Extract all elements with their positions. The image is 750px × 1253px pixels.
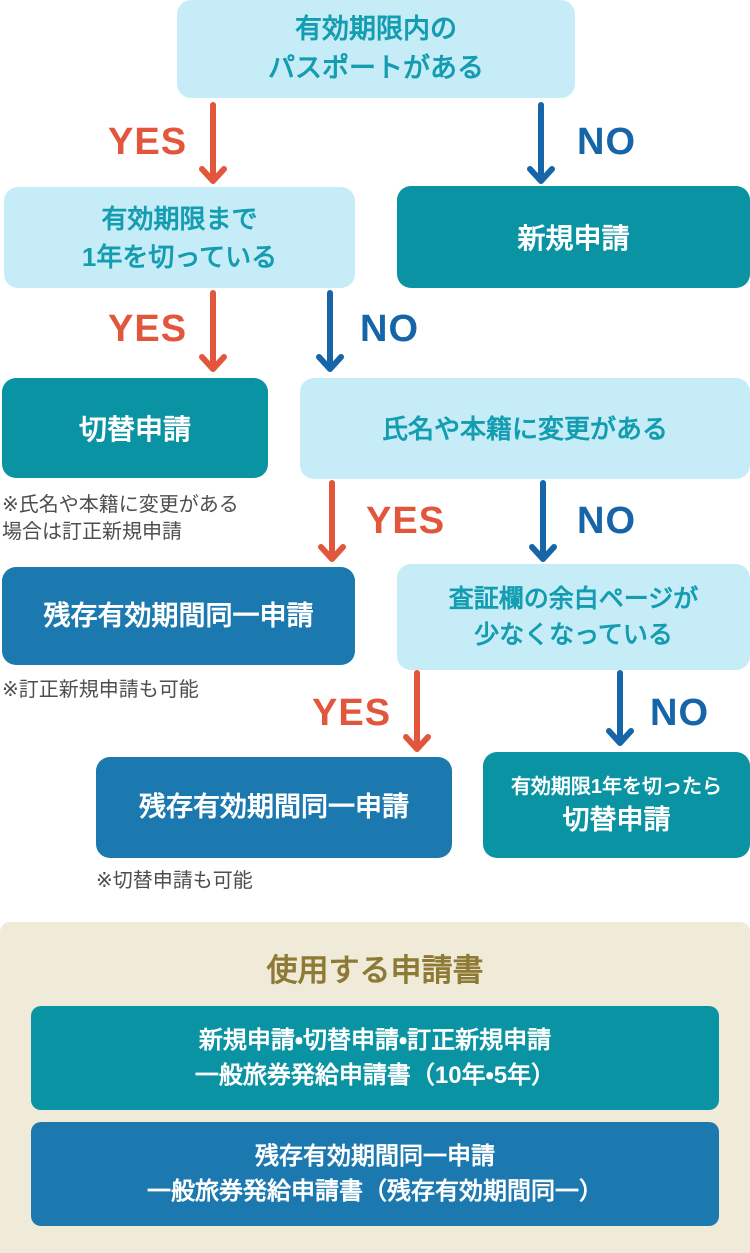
node-text: パスポートがある [268,53,484,83]
node-new-application: 新規申請 [397,186,750,288]
node-same-validity-1: 残存有効期間同一申請 [2,567,355,665]
yes-arrow-icon [403,670,431,752]
yes-label: YES [366,500,446,542]
node-renewal-application: 切替申請 [2,378,268,478]
note-same-validity-1: ※訂正新規申請も可能 [2,679,199,701]
no-arrow-icon [606,670,634,746]
note-text: ※氏名や本籍に変更がある [2,494,239,516]
forms-section-title: 使用する申請書 [266,953,484,988]
yes-arrow-icon [318,480,346,562]
no-arrow-icon [316,290,344,372]
node-text: 1年を切っている [81,241,278,272]
node-less-than-one-year: 有効期限まで 1年を切っている [4,187,355,288]
node-text: 切替申請 [562,805,671,835]
form-card-text: 新規申請・切替申請・訂正新規申請 [198,1027,552,1054]
node-name-domicile-change: 氏名や本籍に変更がある [300,378,750,479]
node-text: 残存有効期間同一申請 [139,792,409,822]
node-text: 氏名や本籍に変更がある [381,413,668,444]
node-text: 有効期限内の [295,14,457,44]
no-label: NO [577,500,636,542]
yes-label: YES [108,308,188,350]
yes-arrow-icon [199,290,227,372]
node-renewal-when-under-one-year: 有効期限1年を切ったら 切替申請 [483,752,750,858]
no-label: NO [577,121,636,163]
node-text: 有効期限まで [101,203,258,234]
node-same-validity-2: 残存有効期間同一申請 [96,757,452,858]
node-text: 新規申請 [517,223,630,254]
form-card-text: 一般旅券発給申請書（10年・5年） [194,1062,556,1089]
node-has-valid-passport: 有効期限内の パスポートがある [177,0,575,98]
yes-label: YES [312,692,392,734]
no-label: NO [360,308,419,350]
form-card-text: 一般旅券発給申請書（残存有効期間同一） [147,1178,603,1205]
node-text: 査証欄の余白ページが [448,585,699,613]
node-text: 少なくなっている [474,621,673,649]
note-renewal: ※氏名や本籍に変更がある 場合は訂正新規申請 [2,492,239,546]
form-card-text: 残存有効期間同一申請 [255,1143,495,1170]
forms-section: 使用する申請書 新規申請・切替申請・訂正新規申請 一般旅券発給申請書（10年・5… [0,922,750,1253]
no-arrow-icon [529,480,557,562]
node-text: 有効期限1年を切ったら [510,776,723,798]
node-visa-pages-low: 査証欄の余白ページが 少なくなっている [397,564,750,670]
no-label: NO [650,692,709,734]
yes-arrow-icon [199,102,227,184]
no-arrow-icon [527,102,555,184]
form-card-new-renewal-corrected: 新規申請・切替申請・訂正新規申請 一般旅券発給申請書（10年・5年） [31,1006,719,1110]
node-text: 切替申請 [78,414,191,445]
form-card-same-validity: 残存有効期間同一申請 一般旅券発給申請書（残存有効期間同一） [31,1122,719,1226]
note-text: 場合は訂正新規申請 [2,521,182,543]
note-same-validity-2: ※切替申請も可能 [96,870,253,892]
yes-label: YES [108,121,188,163]
node-text: 残存有効期間同一申請 [43,600,314,631]
